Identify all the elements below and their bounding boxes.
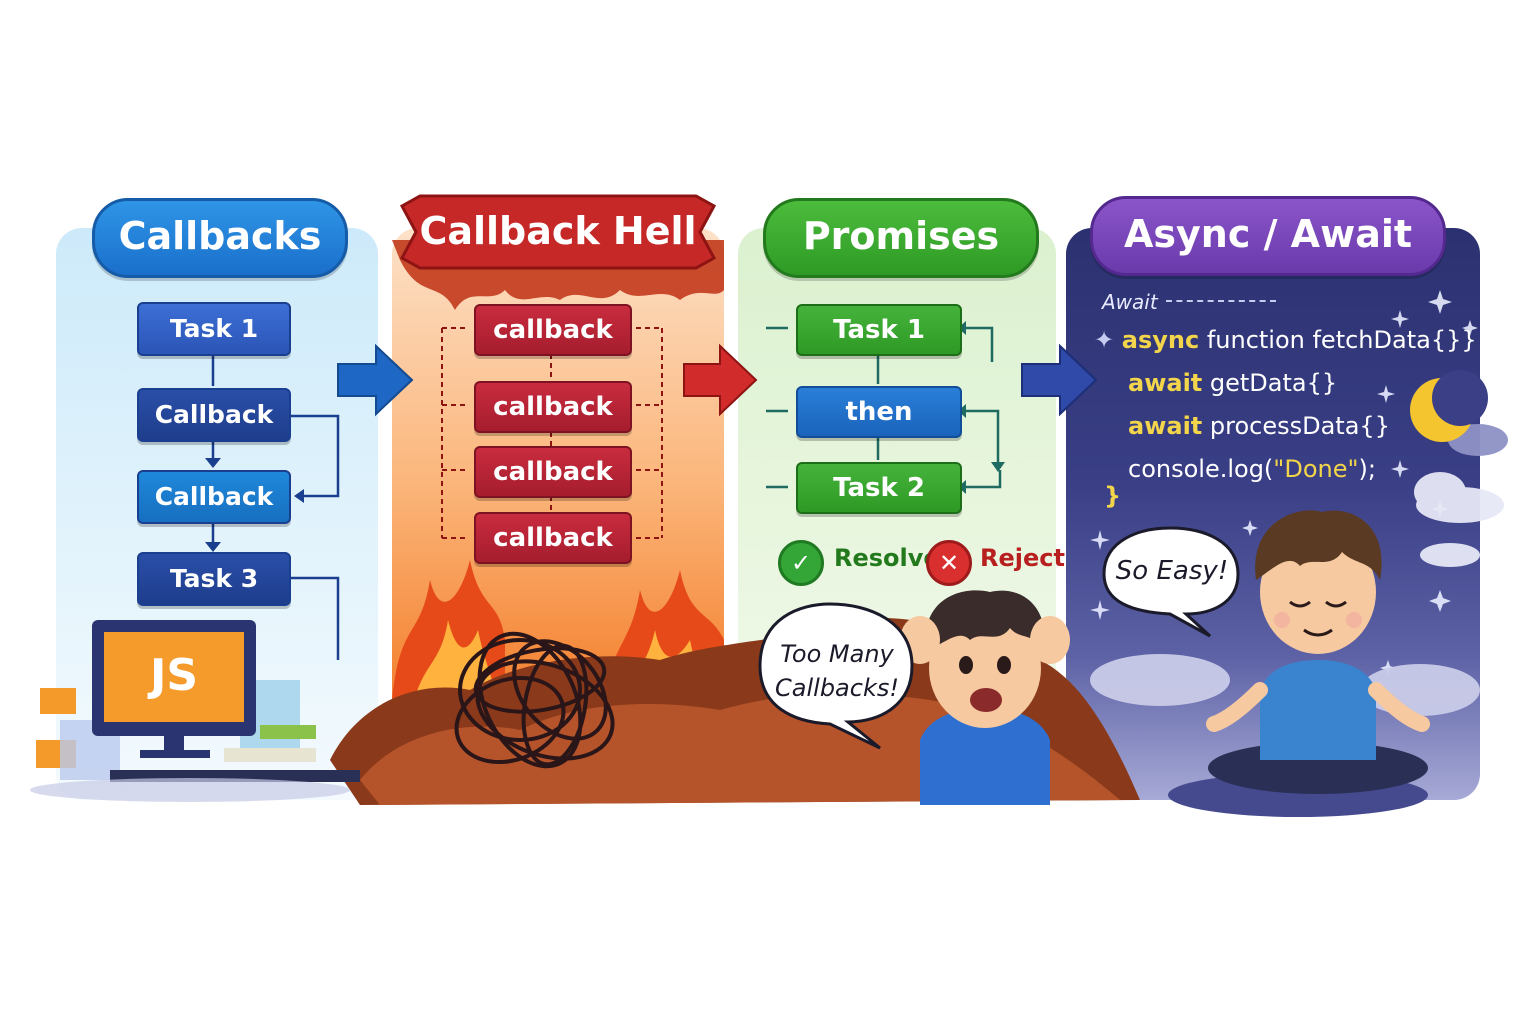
code-bullet-icon: ✦ (1094, 326, 1122, 354)
callback-hell-title: Callback Hell (419, 209, 697, 253)
hell-callback-3: callback (474, 446, 632, 498)
code-line-3: await processData{} (1128, 412, 1390, 440)
frustrated-speech-line-1: Too Many (780, 640, 894, 668)
reject-label: Reject (980, 544, 1065, 572)
relaxed-speech-text: So Easy! (1115, 556, 1229, 586)
code-line-4: console.log("Done"); (1128, 455, 1376, 483)
code-line-5: } (1104, 482, 1122, 510)
promises-task-1: Task 1 (796, 304, 962, 356)
hell-callback-4: callback (474, 512, 632, 564)
arrow-right-icon (1021, 343, 1098, 417)
code-line-2: await getData{} (1128, 369, 1338, 397)
arrow-right-icon (683, 343, 758, 417)
tangled-knot-icon (454, 631, 615, 769)
code-header-line (1166, 300, 1276, 302)
resolve-label: Resolve (834, 544, 940, 572)
hell-callback-2: callback (474, 381, 632, 433)
check-icon: ✓ (778, 540, 824, 586)
frustrated-speech-line-2: Callbacks! (775, 674, 899, 702)
callbacks-callback-2: Callback (137, 470, 291, 524)
promises-title: Promises (763, 198, 1039, 278)
arrow-right-icon (337, 343, 414, 417)
cross-icon: ✕ (926, 540, 972, 586)
code-line-1: ✦ async function fetchData{}} (1094, 326, 1477, 354)
hell-callback-1: callback (474, 304, 632, 356)
callbacks-task-1: Task 1 (137, 302, 291, 356)
js-monitor-label: JS (150, 650, 199, 701)
callback-hell-banner: Callback Hell (400, 192, 716, 272)
moon-icon (1410, 370, 1488, 442)
async-await-title: Async / Await (1090, 196, 1446, 276)
callbacks-task-3: Task 3 (137, 552, 291, 606)
code-header: Await (1102, 290, 1158, 314)
callbacks-callback-1: Callback (137, 388, 291, 442)
promises-then: then (796, 386, 962, 438)
callbacks-title: Callbacks (92, 198, 348, 278)
promises-task-2: Task 2 (796, 462, 962, 514)
